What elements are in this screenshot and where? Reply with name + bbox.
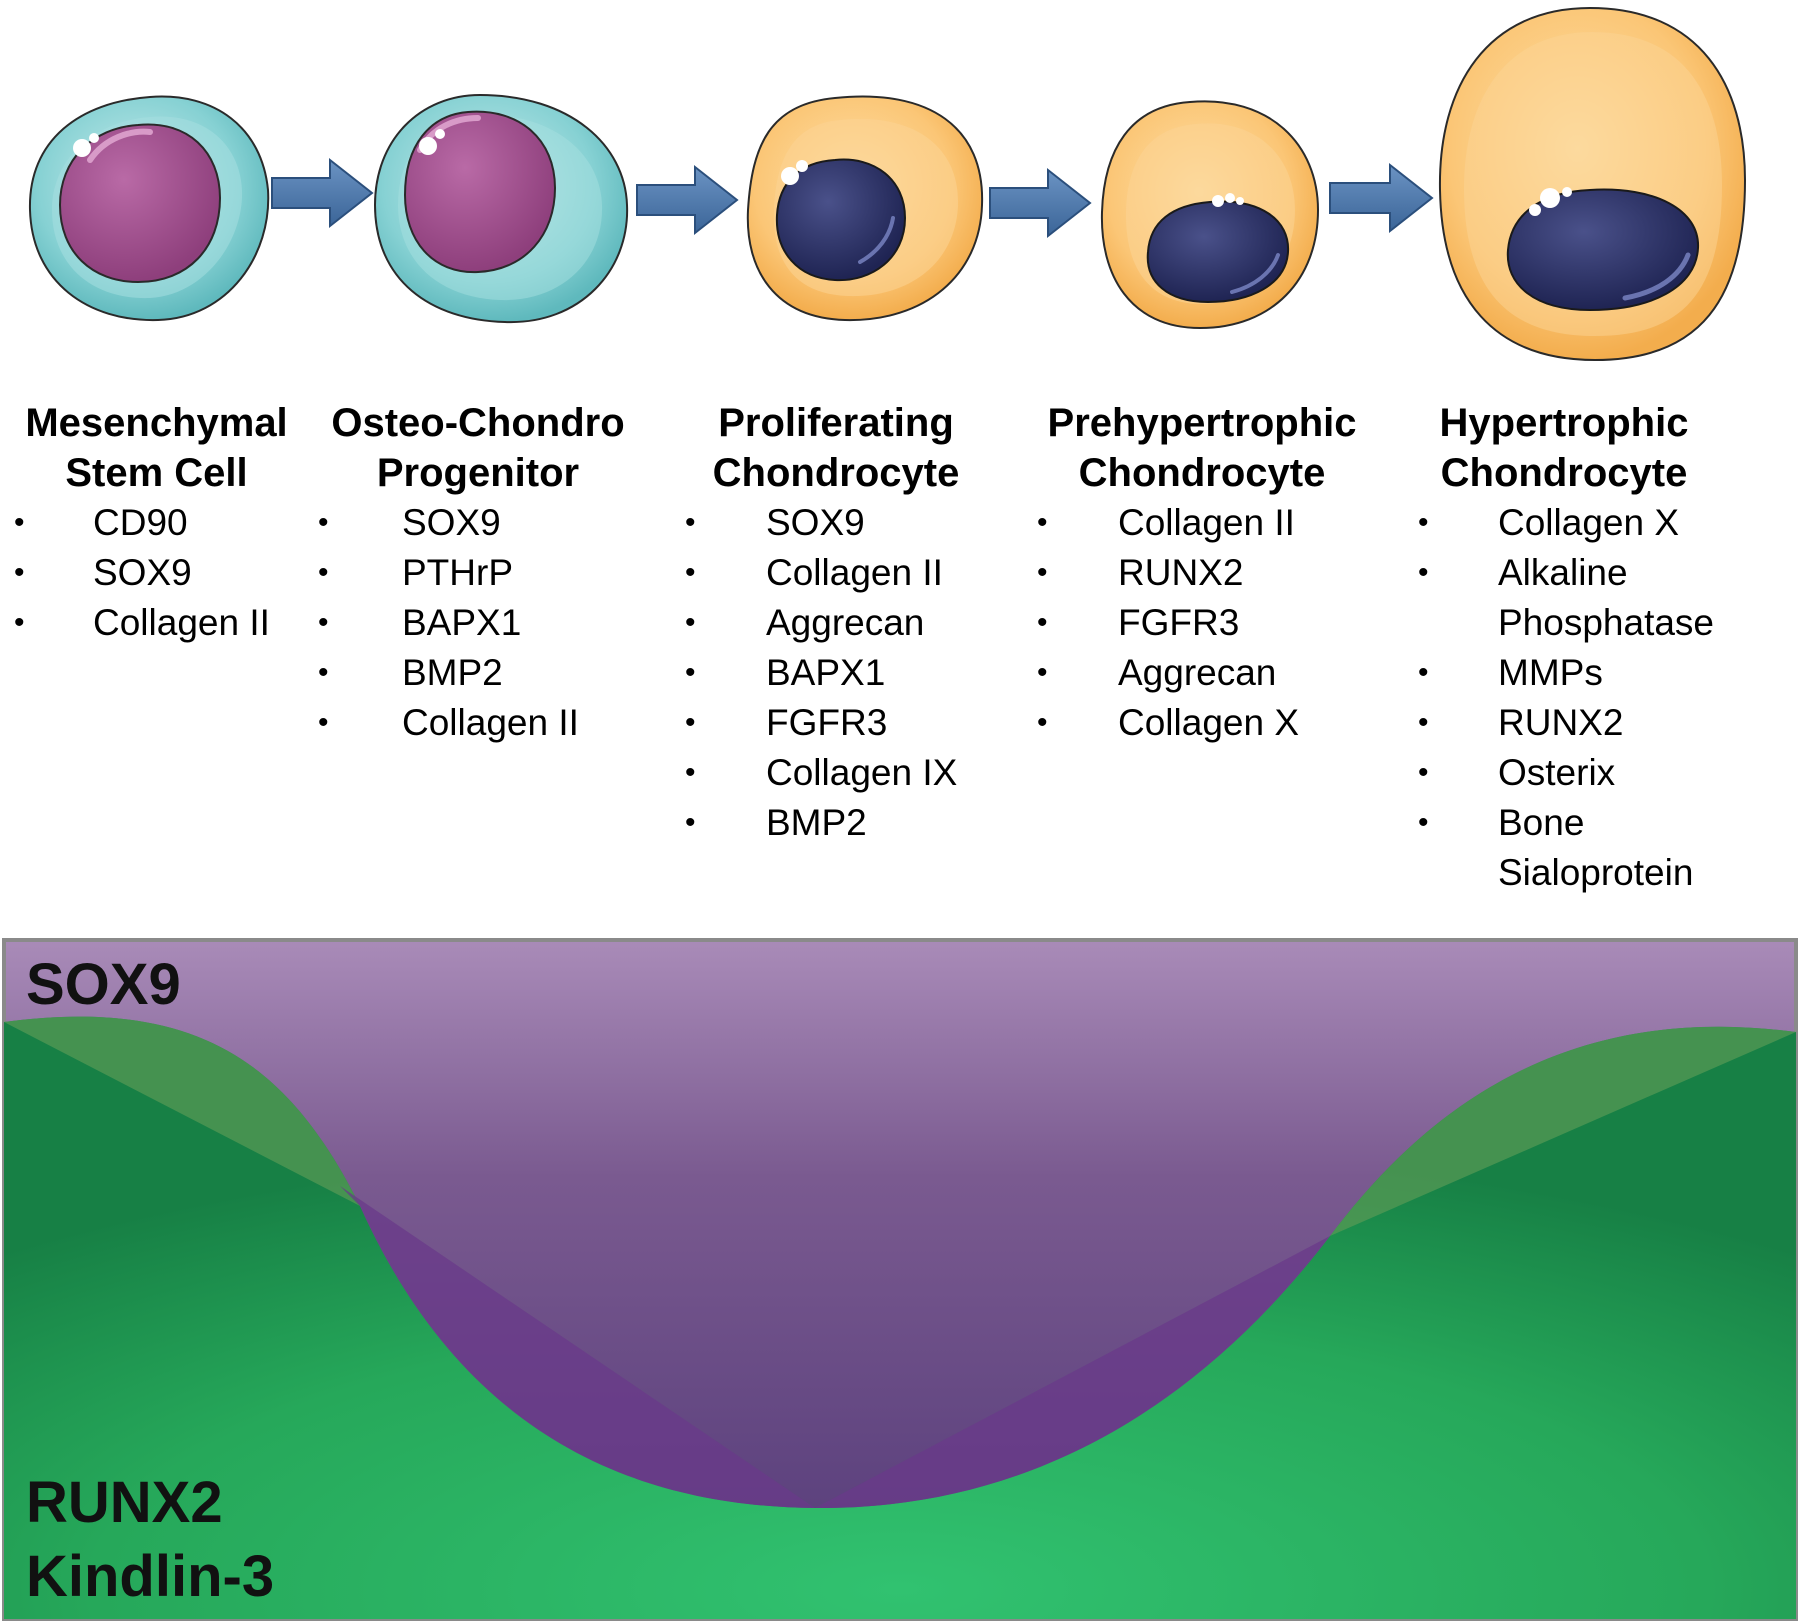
bullet-icon: • xyxy=(1037,656,1048,689)
stage-title: Prehypertrophic Chondrocyte xyxy=(1037,398,1367,498)
bullet-icon: • xyxy=(1037,506,1048,539)
bullet-icon: • xyxy=(318,706,329,739)
runx2-kindlin3-region xyxy=(4,1016,1796,1619)
marker-list: •Collagen II •RUNX2 •FGFR3 •Aggrecan •Co… xyxy=(1037,498,1367,748)
bullet-icon: • xyxy=(1418,706,1429,739)
marker-item: •BAPX1 xyxy=(318,598,638,648)
bullet-icon: • xyxy=(685,806,696,839)
marker-list: •CD90 •SOX9 •Collagen II xyxy=(14,498,299,648)
stage-title: Hypertrophic Chondrocyte xyxy=(1418,398,1710,498)
stage-title-line: Hypertrophic xyxy=(1439,401,1689,445)
marker-item: •Collagen II xyxy=(1037,498,1367,548)
marker-item: •SOX9 xyxy=(318,498,638,548)
marker-item: •BMP2 xyxy=(318,648,638,698)
stage-title-line: Chondrocyte xyxy=(1440,451,1688,495)
hypertrophic-chondrocyte-illustration xyxy=(1438,6,1747,362)
stage-title-line: Chondrocyte xyxy=(712,451,960,495)
arrow-right-icon xyxy=(636,164,739,236)
stage-title: Proliferating Chondrocyte xyxy=(685,398,987,498)
stage-title-line: Proliferating xyxy=(718,401,954,445)
bullet-icon: • xyxy=(685,656,696,689)
stage-title-line: Osteo-Chondro xyxy=(331,401,625,445)
stage-title: Osteo-Chondro Progenitor xyxy=(318,398,638,498)
bullet-icon: • xyxy=(318,606,329,639)
stage-title: Mesenchymal Stem Cell xyxy=(14,398,299,498)
marker-item: •Collagen X xyxy=(1037,698,1367,748)
bullet-icon: • xyxy=(1418,506,1429,539)
marker-item: •Collagen II xyxy=(318,698,638,748)
bullet-icon: • xyxy=(1418,806,1429,839)
runx2-kindlin3-label: RUNX2 Kindlin-3 xyxy=(26,1466,274,1614)
bullet-icon: • xyxy=(14,506,25,539)
marker-list: •SOX9 •Collagen II •Aggrecan •BAPX1 •FGF… xyxy=(685,498,987,848)
marker-item: •SOX9 xyxy=(685,498,987,548)
kindlin3-label: Kindlin-3 xyxy=(26,1544,275,1609)
stage-osteo-chondro-progenitor: Osteo-Chondro Progenitor •SOX9 •PTHrP •B… xyxy=(318,398,638,748)
sox9-overlap-band xyxy=(340,1186,1330,1509)
marker-item: •FGFR3 xyxy=(1037,598,1367,648)
marker-item: •Bone Sialoprotein xyxy=(1418,798,1738,898)
runx2-label: RUNX2 xyxy=(26,1470,223,1535)
bullet-icon: • xyxy=(1418,656,1429,689)
cell-progression-illustration xyxy=(28,6,1747,362)
bullet-icon: • xyxy=(318,656,329,689)
marker-item: •Aggrecan xyxy=(1037,648,1367,698)
bullet-icon: • xyxy=(1037,606,1048,639)
bullet-icon: • xyxy=(14,556,25,589)
marker-item: •Aggrecan xyxy=(685,598,987,648)
bullet-icon: • xyxy=(14,606,25,639)
marker-item: •SOX9 xyxy=(14,548,299,598)
stage-title-line: Prehypertrophic xyxy=(1047,401,1357,445)
marker-item: •Collagen II xyxy=(685,548,987,598)
bullet-icon: • xyxy=(1037,706,1048,739)
stage-prehypertrophic-chondrocyte: Prehypertrophic Chondrocyte •Collagen II… xyxy=(1037,398,1367,748)
runx2-overlap-band xyxy=(4,1016,1796,1236)
expression-gradient-panel xyxy=(2,938,1798,1621)
marker-item: •Osterix xyxy=(1418,748,1738,798)
bullet-icon: • xyxy=(685,756,696,789)
marker-item: •Collagen II xyxy=(14,598,299,648)
marker-item: •BAPX1 xyxy=(685,648,987,698)
bullet-icon: • xyxy=(685,556,696,589)
marker-list: •Collagen X •Alkaline Phosphatase •MMPs … xyxy=(1418,498,1788,898)
marker-item: •RUNX2 xyxy=(1418,698,1738,748)
stage-proliferating-chondrocyte: Proliferating Chondrocyte •SOX9 •Collage… xyxy=(685,398,987,848)
marker-item: •Collagen IX xyxy=(685,748,987,798)
osteo-chondro-progenitor-illustration xyxy=(373,93,629,324)
bullet-icon: • xyxy=(1418,556,1429,589)
proliferating-chondrocyte-illustration xyxy=(746,95,984,322)
marker-item: •MMPs xyxy=(1418,648,1738,698)
bullet-icon: • xyxy=(685,606,696,639)
bullet-icon: • xyxy=(1418,756,1429,789)
marker-item: •BMP2 xyxy=(685,798,987,848)
bullet-icon: • xyxy=(685,706,696,739)
bullet-icon: • xyxy=(318,506,329,539)
bullet-icon: • xyxy=(318,556,329,589)
marker-list: •SOX9 •PTHrP •BAPX1 •BMP2 •Collagen II xyxy=(318,498,638,748)
marker-item: •FGFR3 xyxy=(685,698,987,748)
arrow-right-icon xyxy=(989,167,1092,239)
stage-hypertrophic-chondrocyte: Hypertrophic Chondrocyte •Collagen X •Al… xyxy=(1418,398,1788,898)
marker-item: •RUNX2 xyxy=(1037,548,1367,598)
bullet-icon: • xyxy=(1037,556,1048,589)
prehypertrophic-chondrocyte-illustration xyxy=(1100,100,1320,330)
stage-title-line: Stem Cell xyxy=(65,451,248,495)
mesenchymal-stem-cell-illustration xyxy=(28,95,270,322)
stage-title-line: Progenitor xyxy=(376,451,580,495)
stage-title-line: Mesenchymal xyxy=(25,401,288,445)
stage-mesenchymal-stem-cell: Mesenchymal Stem Cell •CD90 •SOX9 •Colla… xyxy=(14,398,299,648)
marker-item: •Collagen X xyxy=(1418,498,1738,548)
arrow-right-icon xyxy=(1329,162,1434,234)
arrow-right-icon xyxy=(271,157,374,229)
marker-item: •Alkaline Phosphatase xyxy=(1418,548,1738,648)
sox9-label: SOX9 xyxy=(26,952,181,1017)
marker-item: •CD90 xyxy=(14,498,299,548)
stage-title-line: Chondrocyte xyxy=(1078,451,1326,495)
bullet-icon: • xyxy=(685,506,696,539)
marker-item: •PTHrP xyxy=(318,548,638,598)
